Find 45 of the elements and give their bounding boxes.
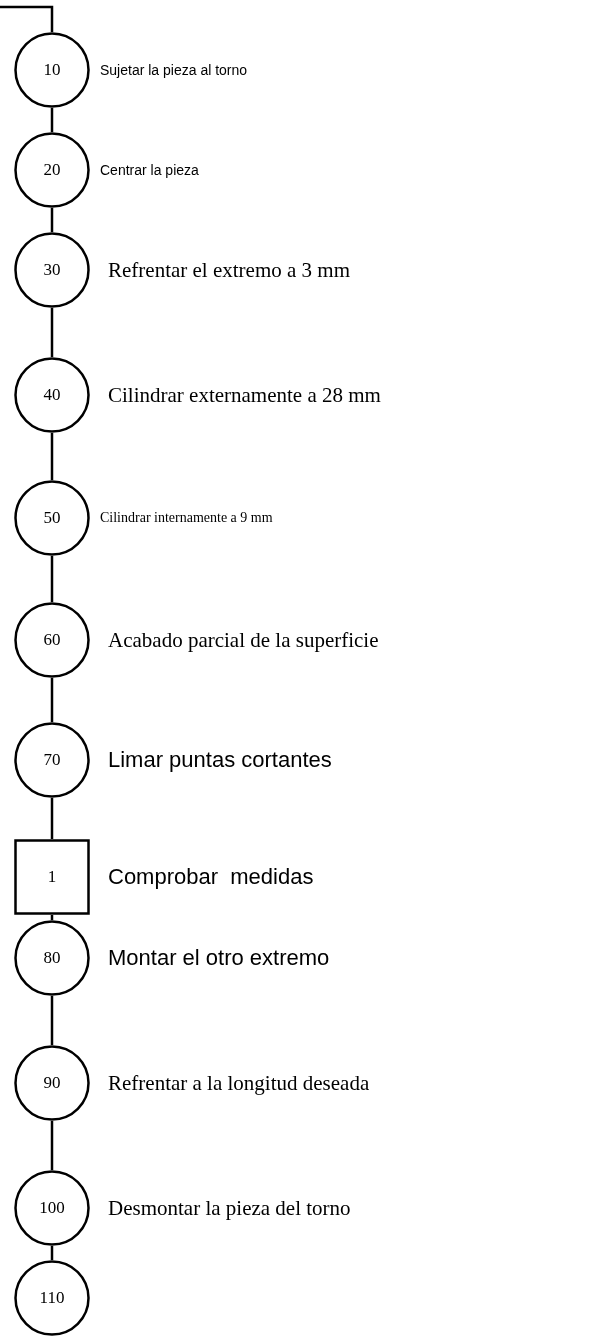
connector-line [50, 1121, 54, 1170]
operation-circle [14, 1170, 90, 1246]
operation-circle [14, 920, 90, 996]
step-description: Refrentar a la longitud deseada [108, 1070, 370, 1096]
operation-circle [14, 357, 90, 433]
inspection-square [14, 839, 90, 915]
step-number: 90 [43, 1073, 61, 1093]
step-number: 70 [43, 750, 61, 770]
step-description: Acabado parcial de la superficie [108, 627, 379, 653]
connector-line [50, 433, 54, 480]
step-number: 50 [43, 508, 61, 528]
connector-line [50, 798, 54, 839]
step-number: 20 [43, 160, 61, 180]
step-number: 1 [47, 867, 57, 887]
connector-line [50, 678, 54, 722]
step-description: Sujetar la pieza al torno [100, 62, 248, 78]
step-description: Cilindrar externamente a 28 mm [108, 382, 381, 408]
operation-circle [14, 722, 90, 798]
step-description: Comprobar medidas [108, 864, 314, 890]
step-number: 10 [43, 60, 61, 80]
connector-line [50, 308, 54, 357]
connector-line [50, 208, 54, 232]
step-description: Refrentar el extremo a 3 mm [108, 257, 350, 283]
connector-line [0, 5, 54, 32]
operation-circle [14, 602, 90, 678]
step-number: 110 [39, 1288, 65, 1308]
step-description: Montar el otro extremo [108, 945, 330, 971]
step-description: Limar puntas cortantes [108, 747, 332, 773]
step-number: 60 [43, 630, 61, 650]
connector-line [50, 108, 54, 132]
step-description: Centrar la pieza [100, 162, 199, 178]
operation-circle [14, 1260, 90, 1336]
connector-line [50, 556, 54, 602]
step-description: Cilindrar internamente a 9 mm [100, 510, 273, 526]
connector-line [50, 996, 54, 1045]
step-description: Desmontar la pieza del torno [108, 1195, 351, 1221]
operation-circle [14, 480, 90, 556]
step-number: 30 [43, 260, 61, 280]
step-number: 40 [43, 385, 61, 405]
operation-circle [14, 232, 90, 308]
step-number: 100 [39, 1198, 65, 1218]
operation-circle [14, 1045, 90, 1121]
operation-circle [14, 132, 90, 208]
operation-circle [14, 32, 90, 108]
step-number: 80 [43, 948, 61, 968]
